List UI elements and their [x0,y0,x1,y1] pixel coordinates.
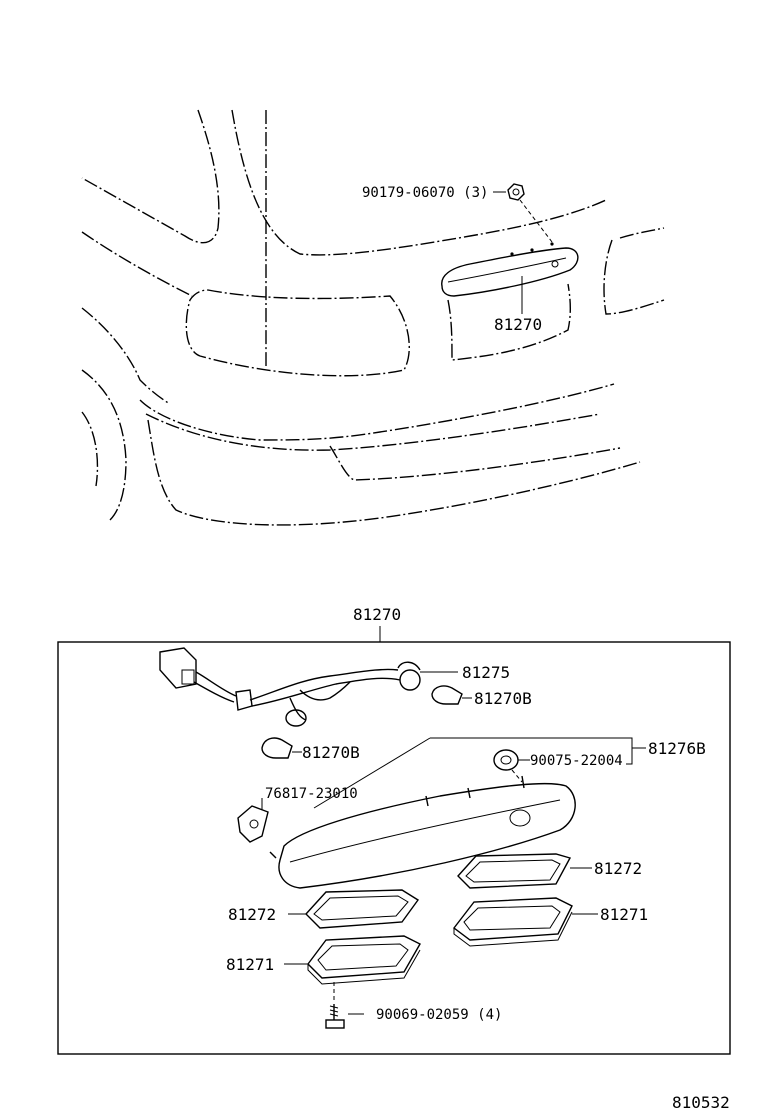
bulb-lower-label: 81270B [302,743,360,762]
clip-icon [237,805,269,843]
grommet-icon [493,749,519,771]
grommet-label: 90075-22004 [530,753,623,769]
vehicle-rear-view [81,109,665,526]
nut-icon [507,183,525,201]
lens-left [307,935,421,985]
bulb-upper-icon [431,685,463,705]
diagram-code: 810532 [672,1093,730,1112]
gasket-right-label: 81272 [594,859,642,878]
clip-label: 76817-23010 [265,786,358,802]
assembly-title: 81270 [353,605,401,624]
gasket-right [457,853,572,889]
bulb-upper-label: 81270B [474,689,532,708]
lamp-label: 81270 [494,315,542,334]
lens-right-label: 81271 [600,905,648,924]
wire-harness-label: 81275 [462,663,510,682]
gasket-left-label: 81272 [228,905,276,924]
assembly-frame [57,641,731,1055]
wire-harness [159,647,421,727]
lamp-housing [269,775,576,889]
bulb-lower-icon [261,737,293,759]
nut-label: 90179-06070 (3) [362,185,488,201]
lens-left-label: 81271 [226,955,274,974]
screw-label: 90069-02059 (4) [376,1007,502,1023]
bracket-group-label: 81276B [648,739,706,758]
gasket-left [305,889,420,929]
screw-icon [325,1004,345,1029]
lens-right [453,897,573,947]
